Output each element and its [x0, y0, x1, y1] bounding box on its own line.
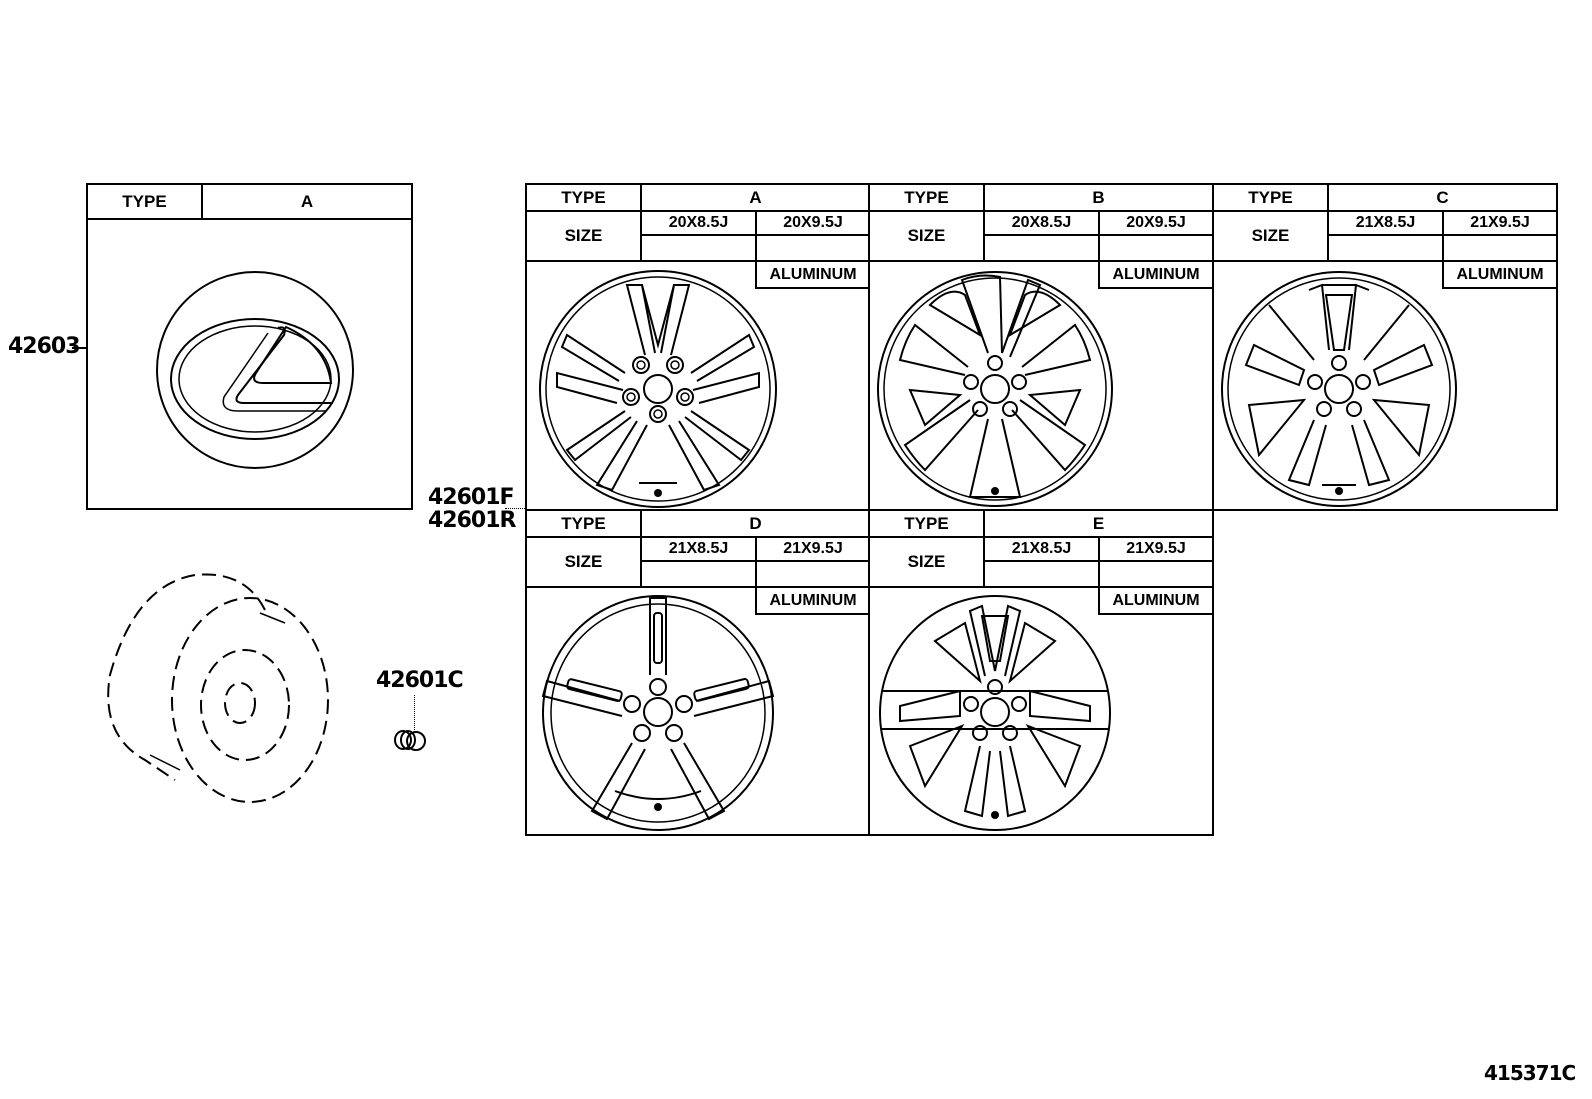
valve-stem-icon — [394, 730, 426, 751]
cap-type-label: TYPE — [122, 192, 167, 211]
material-label: ALUMINUM — [1442, 262, 1556, 289]
divider — [1214, 210, 1556, 212]
wheel-panel-b[interactable]: TYPE B SIZE 20X8.5J 20X9.5J ALUMINUM — [870, 185, 1212, 509]
cap-type-value: A — [300, 192, 314, 211]
wheel-type-e-icon — [879, 595, 1111, 831]
divider — [755, 538, 757, 613]
size-value-2: 21X9.5J — [1470, 214, 1530, 231]
size-value-2: 20X9.5J — [1126, 214, 1186, 231]
divider — [1329, 234, 1556, 236]
divider — [868, 185, 870, 509]
divider — [1098, 212, 1100, 287]
size-value-1: 20X8.5J — [1011, 214, 1072, 231]
part-number-center-cap[interactable]: 42603 — [8, 334, 81, 359]
divider — [868, 511, 870, 834]
type-label: TYPE — [561, 513, 606, 533]
leader-line — [505, 508, 527, 509]
divider — [870, 586, 1212, 588]
divider — [527, 586, 869, 588]
divider — [527, 260, 869, 262]
type-label: TYPE — [904, 187, 949, 207]
wheel-grid-row-1 — [525, 183, 1558, 511]
size-label: SIZE — [907, 552, 946, 571]
divider — [642, 234, 869, 236]
type-value: B — [1092, 187, 1105, 207]
wheel-type-d-icon — [541, 595, 775, 831]
wheel-panel-c[interactable]: TYPE C SIZE 21X8.5J 21X9.5J ALUMINUM — [1214, 185, 1556, 509]
part-number-wheel-rear[interactable]: 42601R — [428, 508, 516, 533]
type-label: TYPE — [904, 513, 949, 533]
type-value: A — [749, 187, 762, 207]
size-label: SIZE — [564, 552, 603, 571]
type-value: D — [749, 513, 762, 533]
material-label: ALUMINUM — [1098, 588, 1212, 615]
wheel-panel-a[interactable]: TYPE A SIZE 20X8.5J 20X9.5J ALUMINUM — [527, 185, 869, 509]
part-number-valve[interactable]: 42601C — [376, 668, 464, 693]
size-value-1: 21X8.5J — [1355, 214, 1416, 231]
size-value-2: 21X9.5J — [1126, 540, 1186, 557]
size-value-1: 20X8.5J — [668, 214, 729, 231]
material-label: ALUMINUM — [755, 588, 869, 615]
divider — [1327, 185, 1329, 260]
size-value-2: 21X9.5J — [783, 540, 843, 557]
divider — [1098, 538, 1100, 613]
tire-assembly-icon — [107, 573, 329, 803]
size-value-1: 21X8.5J — [668, 540, 729, 557]
part-number-wheel-front[interactable]: 42601F — [428, 485, 515, 510]
divider — [983, 511, 985, 586]
diagram-code: 415371C — [1484, 1061, 1576, 1085]
divider — [527, 536, 869, 538]
divider — [527, 210, 869, 212]
divider — [983, 185, 985, 260]
divider — [201, 185, 203, 219]
size-label: SIZE — [907, 226, 946, 245]
size-label: SIZE — [564, 226, 603, 245]
type-value: E — [1092, 513, 1105, 533]
wheel-type-c-icon — [1221, 271, 1457, 507]
divider — [870, 260, 1212, 262]
center-cap-panel: TYPE A — [86, 183, 413, 510]
size-value-1: 21X8.5J — [1011, 540, 1072, 557]
type-label: TYPE — [561, 187, 606, 207]
size-value-2: 20X9.5J — [783, 214, 843, 231]
divider — [985, 560, 1212, 562]
divider — [88, 218, 411, 220]
wheel-type-a-icon — [539, 270, 777, 508]
type-label: TYPE — [1248, 187, 1293, 207]
leader-line — [414, 695, 416, 730]
divider — [640, 511, 642, 586]
size-label: SIZE — [1251, 226, 1290, 245]
divider — [1442, 212, 1444, 287]
type-value: C — [1436, 187, 1449, 207]
divider — [1212, 185, 1214, 509]
wheel-panel-d[interactable]: TYPE D SIZE 21X8.5J 21X9.5J ALUMINUM — [527, 511, 869, 834]
divider — [640, 185, 642, 260]
divider — [985, 234, 1212, 236]
wheel-grid-row-2 — [525, 509, 1214, 836]
divider — [870, 210, 1212, 212]
leader-line — [72, 347, 87, 349]
lexus-emblem-icon — [156, 271, 354, 469]
wheel-type-b-icon — [877, 271, 1113, 507]
divider — [642, 560, 869, 562]
divider — [755, 212, 757, 287]
wheel-panel-e[interactable]: TYPE E SIZE 21X8.5J 21X9.5J ALUMINUM — [870, 511, 1212, 834]
material-label: ALUMINUM — [1098, 262, 1212, 289]
divider — [870, 536, 1212, 538]
material-label: ALUMINUM — [755, 262, 869, 289]
divider — [1214, 260, 1556, 262]
